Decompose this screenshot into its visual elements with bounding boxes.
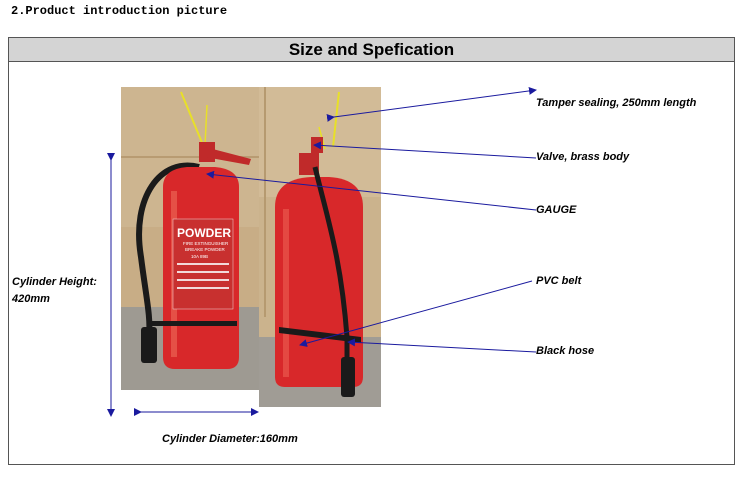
tamper-arrow (326, 86, 537, 122)
cylinder-height-value: 420mm (12, 293, 50, 305)
cylinder-height-label: Cylinder Height: (12, 276, 97, 288)
pvc-belt-arrow (299, 280, 533, 347)
spec-frame: Size and Spefication (8, 37, 735, 465)
tamper-sealing-label: Tamper sealing, 250mm length (536, 97, 697, 109)
extinguisher-rating-text: 10A 89B (191, 254, 208, 259)
cylinder-diameter-label: Cylinder Diameter:160mm (162, 433, 298, 445)
extinguisher-front-photo: POWDER FIRE EXTINGUISHER BREAKE POWDER 1… (121, 87, 259, 390)
spec-title: Size and Spefication (9, 38, 734, 62)
section-heading: 2.Product introduction picture (11, 4, 228, 18)
valve-label: Valve, brass body (536, 151, 630, 163)
extinguisher-sub1-text: FIRE EXTINGUISHER (183, 241, 229, 246)
gauge-arrow (206, 170, 537, 211)
black-hose-arrow (347, 338, 537, 353)
black-hose-label: Black hose (536, 345, 595, 357)
extinguisher-sub2-text: BREAKE POWDER (185, 247, 226, 252)
valve-arrow (313, 141, 537, 159)
extinguisher-brand-text: POWDER (177, 226, 231, 240)
gauge-label: GAUGE (536, 204, 577, 216)
pvc-belt-label: PVC belt (536, 275, 582, 287)
